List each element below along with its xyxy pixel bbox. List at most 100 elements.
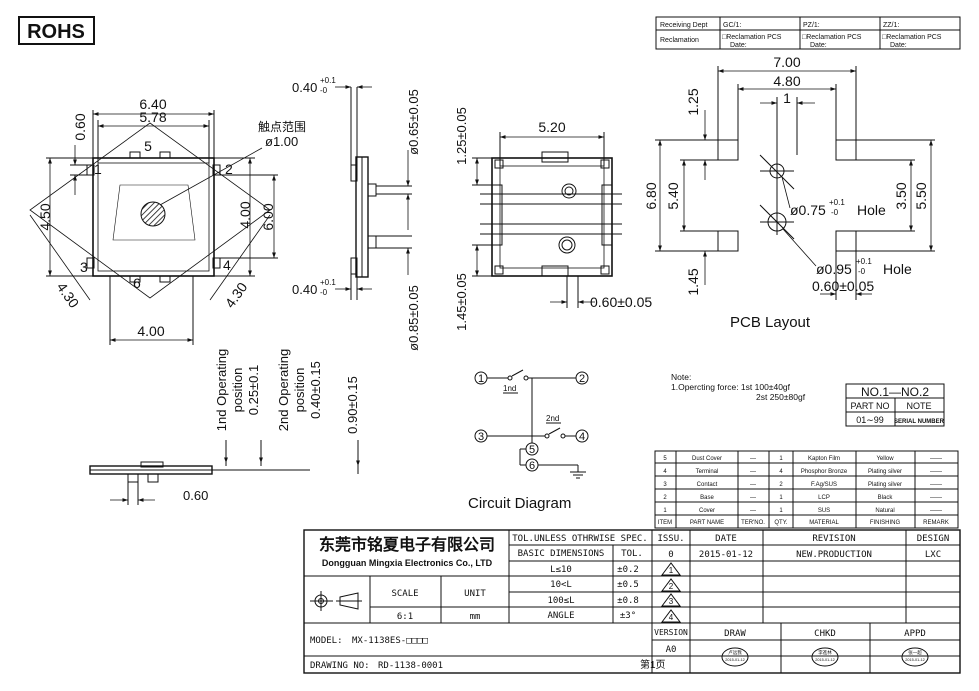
bom-qty: 2 — [779, 482, 783, 488]
stamp-chkd-date: 2015-01-12 — [815, 658, 834, 662]
stamp-draw-name: 卢远我 — [728, 649, 742, 656]
bom-item: 5 — [663, 456, 667, 462]
reclamation-pcs-1: □Reclamation PCS — [722, 34, 782, 41]
appd-header: APPD — [904, 629, 926, 639]
pcb-dim-1: 1 — [783, 90, 791, 106]
rev-mark-1: 1 — [669, 566, 674, 575]
bottom-view: 5.20 1.25±0.05 1.45±0.05 0.60±0.05 — [454, 107, 652, 331]
bom-ter-no: — — [750, 495, 756, 501]
bom-header-material: MATERIAL — [809, 520, 839, 526]
date-3: Date: — [890, 42, 907, 49]
drawing-no-label: DRAWING NO: — [310, 661, 370, 671]
op1-line1: 1nd Operating — [214, 349, 229, 431]
bom-material: SUS — [818, 508, 830, 514]
bom-header-remark: REMARK — [923, 520, 949, 526]
part-no-value: 01∼99 — [856, 415, 884, 425]
pcb-tol-plus-1: +0.1 — [829, 198, 845, 207]
bom-finishing: Natural — [875, 508, 894, 514]
bom-remark: —— — [930, 508, 942, 514]
unit-label: UNIT — [464, 589, 486, 599]
date-header: DATE — [715, 534, 737, 544]
bom-remark: —— — [930, 469, 942, 475]
op2-line2: position — [292, 368, 307, 413]
dim-145-bottom: 1.45±0.05 — [454, 273, 469, 331]
bom-finishing: Black — [878, 495, 894, 501]
reclamation-label: Reclamation — [660, 37, 699, 44]
pin-4: 4 — [223, 257, 231, 273]
bom-qty: 1 — [779, 495, 783, 501]
bom-header-finishing: FINISHING — [870, 520, 901, 526]
page-number: 第1页 — [640, 658, 666, 671]
pz-label: PZ/1: — [803, 22, 820, 29]
pcb-hole-095: ø0.95 — [816, 261, 852, 277]
bom-qty: 1 — [779, 508, 783, 514]
pin-6: 6 — [133, 275, 141, 291]
pcb-tol-plus-2: +0.1 — [856, 257, 872, 266]
unit-value: mm — [470, 612, 481, 622]
bom-remark: —— — [930, 482, 942, 488]
serial-number: SERIAL NUMBER — [894, 419, 945, 425]
company-name-cn: 东莞市铭夏电子有限公司 — [319, 535, 495, 554]
date-1: Date: — [730, 42, 747, 49]
bom-material: Kapton Film — [808, 456, 840, 462]
pin-3: 3 — [80, 259, 88, 275]
stamp-chkd-name: 李進林 — [818, 649, 832, 656]
switch-2-label: 2nd — [546, 414, 559, 423]
dim-600: 6.00 — [260, 203, 276, 230]
pcb-tol-minus-1: -0 — [831, 208, 839, 217]
front-dim-060: 0.60 — [183, 488, 208, 503]
issu-value: 0 — [668, 550, 673, 560]
dim-430-left: 4.30 — [54, 279, 83, 311]
note-header: NOTE — [906, 401, 931, 411]
pin-1: 1 — [94, 161, 102, 177]
dim-400h: 4.00 — [137, 323, 164, 339]
model-value: MX-1138ES-□□□□ — [352, 636, 428, 646]
tol-range-2: 10<L — [550, 580, 572, 590]
issu-header: ISSU. — [657, 534, 684, 544]
rohs-badge: ROHS — [18, 16, 95, 45]
tol-value-4: ±3° — [620, 611, 636, 621]
date-value: 2015-01-12 — [699, 550, 753, 560]
rev-mark-4: 4 — [669, 613, 674, 622]
model-label: MODEL: — [310, 636, 343, 646]
tol-range-3: 100≤L — [547, 596, 574, 606]
part-range: NO.1—NO.2 — [861, 385, 929, 399]
stamp-chkd: 李進林 2015-01-12 — [811, 647, 839, 667]
dim-090: 0.90±0.15 — [345, 376, 360, 434]
bom-qty: 4 — [779, 469, 783, 475]
receiving-dept-label: Receiving Dept — [660, 22, 708, 29]
stamp-draw: 卢远我 2015-01-12 — [721, 647, 749, 667]
pcb-dim-125: 1.25 — [685, 88, 701, 115]
pcb-dim-680: 6.80 — [643, 182, 659, 209]
bom-ter-no: — — [750, 456, 756, 462]
bom-material: LCP — [818, 495, 830, 501]
part-no-header: PART NO — [850, 401, 889, 411]
drawing-no-value: RD-1138-0001 — [378, 661, 443, 671]
revision-header: REVISION — [812, 534, 855, 544]
rev-mark-3: 3 — [669, 597, 674, 606]
pcb-hole-075: ø0.75 — [790, 202, 826, 218]
rohs-label: ROHS — [27, 21, 85, 43]
tol-range-1: L≤10 — [550, 565, 572, 575]
node-6: 6 — [529, 460, 535, 472]
bom-part-name: Base — [700, 495, 714, 501]
tol-value-3: ±0.8 — [617, 596, 639, 606]
note-line-1: 1.Opercting force: 1st 100±40gf — [671, 382, 791, 392]
bom-finishing: Yellow — [876, 456, 894, 462]
bom-remark: —— — [930, 495, 942, 501]
dim-430-right: 4.30 — [222, 279, 251, 311]
front-view: 1nd Operating position 0.25±0.1 2nd Oper… — [89, 349, 360, 505]
bom-header-ter-no: TER'NO. — [741, 520, 765, 526]
pcb-layout-title: PCB Layout — [730, 314, 811, 331]
tol-minus-bottom: -0 — [320, 288, 328, 297]
basic-dimensions: BASIC DIMENSIONS — [518, 549, 605, 559]
reclamation-pcs-2: □Reclamation PCS — [802, 34, 862, 41]
bom-remark: —— — [930, 456, 942, 462]
bom-material: F.Ag/SUS — [811, 482, 837, 488]
dim-450: 4.50 — [37, 203, 53, 230]
bom-material: Phosphor Bronze — [801, 469, 848, 475]
dim-578: 5.78 — [139, 109, 166, 125]
